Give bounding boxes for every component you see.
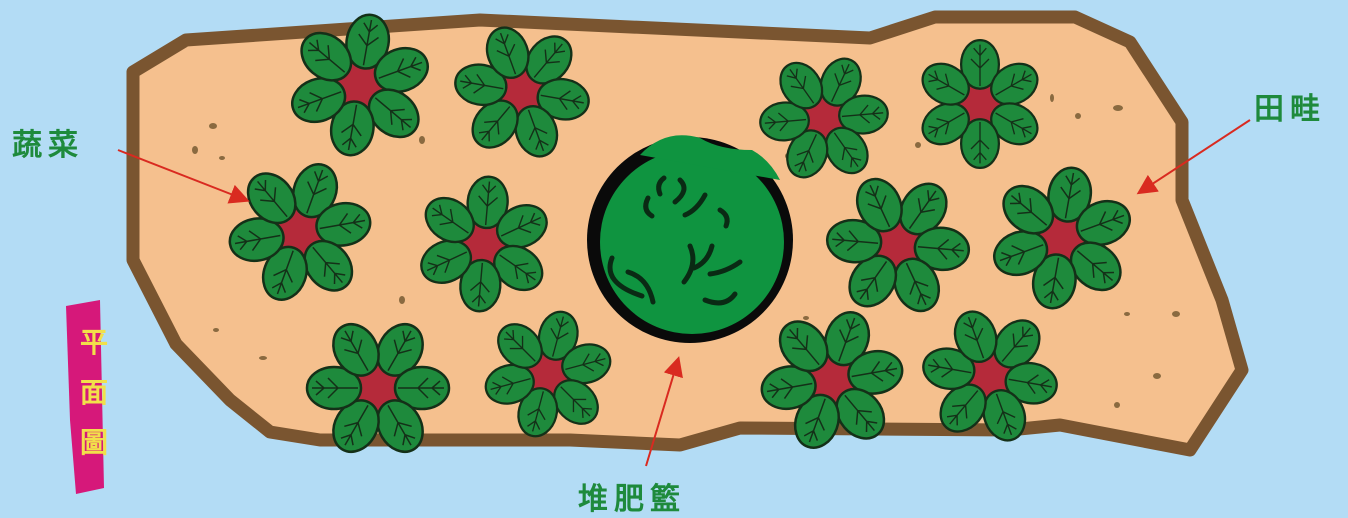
vegetables-label: 蔬菜	[12, 120, 84, 164]
compost-basket-label: 堆肥籃	[578, 474, 686, 518]
compost-basket-icon	[587, 135, 793, 343]
garden-bed-label: 田畦	[1254, 84, 1326, 128]
plan-view-label: 平面圖	[74, 318, 114, 468]
